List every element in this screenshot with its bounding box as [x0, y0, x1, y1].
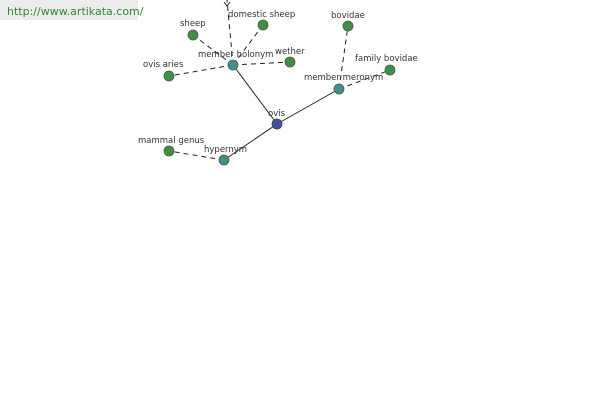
node-member-holonym[interactable]	[227, 59, 239, 71]
label-bovidae: bovidae	[331, 11, 365, 21]
node-member-meronym[interactable]	[333, 83, 345, 95]
node-sheep[interactable]	[187, 29, 199, 41]
label-ovis-aries: ovis aries	[143, 60, 184, 70]
node-ovis[interactable]	[271, 118, 283, 130]
edge-meronym-family-bovidae	[338, 69, 391, 90]
label-member-meronym: member meronym	[304, 73, 383, 83]
edge-meronym-bovidae	[338, 25, 349, 90]
node-hypernym[interactable]	[218, 154, 230, 166]
edge-holonym-wether	[232, 61, 291, 66]
label-family-bovidae: family bovidae	[355, 54, 418, 64]
edge-hypernym-mammal-genus	[168, 150, 225, 161]
offscreen-arrow-icon	[223, 1, 231, 7]
label-sheep: sheep	[180, 19, 206, 29]
label-ovis: ovis	[268, 109, 286, 119]
node-wether[interactable]	[284, 56, 296, 68]
label-member-holonym: member holonym	[198, 50, 273, 60]
watermark-box: http://www.artikata.com/	[0, 0, 143, 20]
label-mammal-genus: mammal genus	[138, 136, 205, 146]
edge-ovis-member-meronym	[276, 88, 340, 125]
node-bovidae[interactable]	[342, 20, 354, 32]
node-domestic-sheep[interactable]	[257, 19, 269, 31]
label-wether: wether	[275, 47, 305, 57]
edge-ovis-member-holonym	[232, 64, 278, 125]
edge-holonym-ovis-aries	[168, 64, 234, 77]
edge-ovis-hypernym	[223, 123, 278, 161]
node-family-bovidae[interactable]	[384, 64, 396, 76]
node-mammal-genus[interactable]	[163, 145, 175, 157]
label-hypernym: hypernym	[204, 145, 247, 155]
watermark-url[interactable]: http://www.artikata.com/	[7, 5, 144, 18]
edge-holonym-offscreen	[226, 0, 234, 66]
node-ovis-aries[interactable]	[163, 70, 175, 82]
label-domestic-sheep: domestic sheep	[228, 10, 295, 20]
